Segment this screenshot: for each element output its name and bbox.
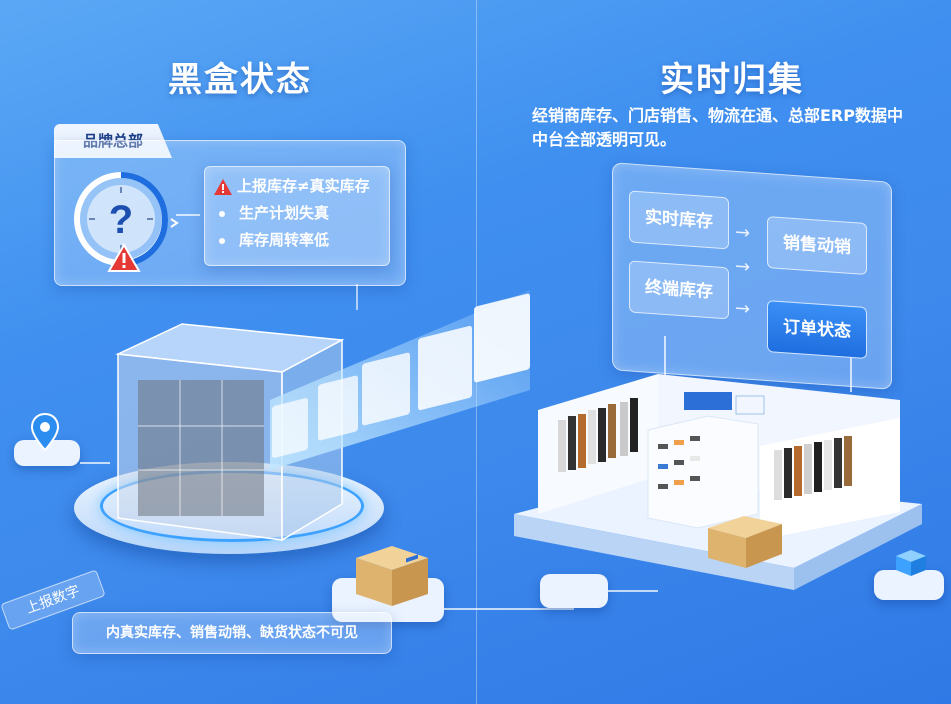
issues-box: 上报库存≠真实库存 生产计划失真 库存周转率低 xyxy=(204,166,390,266)
issue-text: 上报库存≠真实库存 xyxy=(237,177,370,195)
bullet xyxy=(219,210,225,217)
hq-panel: ? xyxy=(54,140,406,286)
arrow-icon: → xyxy=(735,255,751,278)
board-item-sales: 销售动销 xyxy=(767,216,867,276)
store-icon xyxy=(514,374,922,590)
flow-line xyxy=(444,608,574,610)
board-stem xyxy=(850,358,852,392)
issue-text: 库存周转率低 xyxy=(239,231,330,249)
subtitle-line: 中台全部透明可见。 xyxy=(532,130,677,149)
data-board: 实时库存 销售动销 终端库存 订单状态 → → → xyxy=(612,162,892,390)
left-title: 黑盒状态 xyxy=(168,60,312,100)
data-card xyxy=(318,375,358,441)
bottom-note: 内真实库存、销售动销、缺货状态不可见 xyxy=(72,612,392,654)
location-pin-icon xyxy=(30,412,60,452)
panel-stem xyxy=(356,284,358,310)
pin-node xyxy=(540,574,608,608)
warning-icon xyxy=(214,178,232,195)
connector-line xyxy=(176,214,200,216)
bullet xyxy=(219,237,225,244)
package-box-icon xyxy=(896,550,926,576)
issue-item: 上报库存≠真实库存 xyxy=(213,173,379,200)
data-card xyxy=(418,325,472,411)
svg-text:?: ? xyxy=(109,198,133,242)
flow-line xyxy=(80,462,110,464)
issue-item: 库存周转率低 xyxy=(213,227,379,254)
flow-line xyxy=(608,590,658,592)
right-title: 实时归集 xyxy=(660,60,804,100)
right-subtitle: 经销商库存、门店销售、物流在通、总部ERP数据中 中台全部透明可见。 xyxy=(532,104,932,152)
hq-tab: 品牌总部 xyxy=(54,124,172,158)
subtitle-line: 经销商库存、门店销售、物流在通、总部ERP数据中 xyxy=(532,106,903,125)
data-card xyxy=(362,352,410,426)
arrow-icon: → xyxy=(735,297,751,320)
issue-text: 生产计划失真 xyxy=(239,204,330,222)
board-item-terminal-inventory: 终端库存 xyxy=(629,260,729,320)
board-stem xyxy=(664,336,666,376)
issue-item: 生产计划失真 xyxy=(213,200,379,227)
board-item-realtime-inventory: 实时库存 xyxy=(629,190,729,250)
board-item-order-status: 订单状态 xyxy=(767,300,867,360)
question-clock-icon: ? xyxy=(74,172,179,266)
warning-icon xyxy=(107,243,141,272)
data-card xyxy=(272,397,308,459)
package-box-icon xyxy=(356,546,428,606)
arrow-icon: → xyxy=(735,221,751,244)
